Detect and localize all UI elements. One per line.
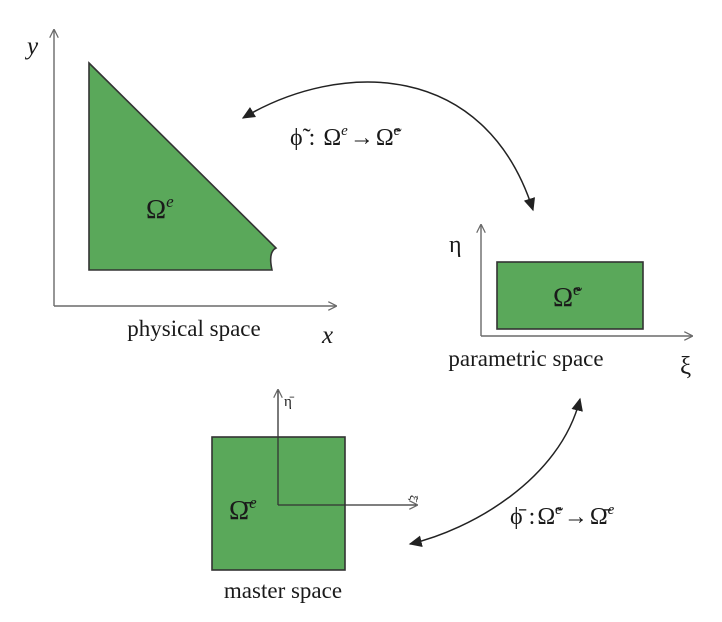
upper-map-arrow: → xyxy=(350,125,374,151)
upper-mapping: ϕ̃:Ωe→Ω̃e xyxy=(241,81,535,212)
lower-mapping: ϕ̄:Ω̃e→Ω̄e xyxy=(408,397,615,548)
parametric-xi-axis-label: ξ xyxy=(680,353,691,380)
upper-map-colon: : xyxy=(309,125,316,151)
lower-map-colon: : xyxy=(529,504,536,530)
master-omega-superscript: e xyxy=(249,493,257,512)
parametric-omega-superscript: e xyxy=(573,280,581,299)
physical-x-axis-label: x xyxy=(321,322,333,349)
lower-map-domain-superscript: e xyxy=(555,502,562,518)
physical-omega-label: Ωe xyxy=(146,192,174,224)
lower-map-codomain-superscript: e xyxy=(608,502,615,518)
physical-element-shape xyxy=(88,61,278,271)
upper-mapping-formula: ϕ̃:Ωe→Ω̃e xyxy=(290,123,402,151)
physical-space-label: physical space xyxy=(127,316,260,341)
lower-map-codomain: Ω̄ xyxy=(590,504,612,530)
parametric-eta-axis-label: η xyxy=(449,232,462,258)
lower-map-arrow: → xyxy=(564,504,588,530)
master-eta-axis-label: η̄ xyxy=(284,394,295,410)
upper-map-domain-superscript: e xyxy=(341,123,348,139)
upper-map-codomain-superscript: e xyxy=(394,123,401,139)
parametric-space-panel: η ξ Ω̃e parametric space xyxy=(448,225,692,380)
physical-omega-superscript: e xyxy=(166,192,174,211)
parametric-space-label: parametric space xyxy=(448,346,603,371)
master-space-panel: η̄ ξ̄ Ω̄e master space xyxy=(211,390,421,603)
master-xi-axis-label: ξ̄ xyxy=(407,495,421,502)
upper-map-domain: Ω xyxy=(323,125,341,151)
parametric-element-shape xyxy=(496,261,644,330)
physical-omega-symbol: Ω xyxy=(146,194,166,224)
lower-mapping-arrow xyxy=(408,397,583,548)
physical-y-axis-label: y xyxy=(24,33,39,60)
lower-map-phi: ϕ̄ xyxy=(510,504,527,530)
upper-mapping-arrow xyxy=(241,81,535,212)
physical-space-panel: y x Ωe physical space xyxy=(24,30,336,349)
upper-map-phi: ϕ̃ xyxy=(290,125,311,151)
master-space-label: master space xyxy=(224,578,342,603)
lower-mapping-formula: ϕ̄:Ω̃e→Ω̄e xyxy=(510,502,615,530)
